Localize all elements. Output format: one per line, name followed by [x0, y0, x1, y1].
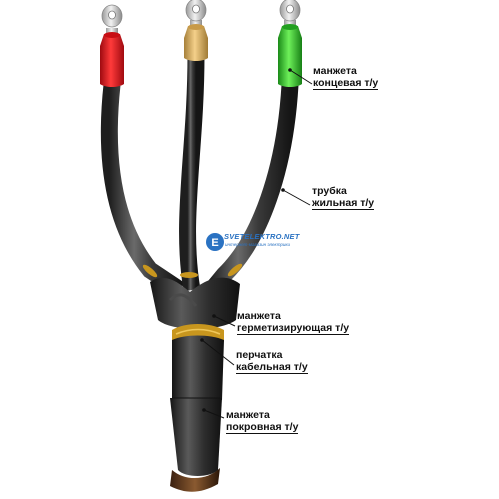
leader-line	[201, 339, 235, 366]
sleeve-yellow	[184, 26, 208, 61]
label-covering-cuff: манжета покровная т/у	[226, 409, 299, 434]
sleeve-red	[100, 34, 124, 87]
ring-left	[142, 264, 158, 278]
leader-line	[203, 409, 225, 419]
label-cable-glove: перчатка кабельная т/у	[236, 349, 308, 374]
tube-left	[100, 84, 185, 298]
leader-line	[282, 189, 311, 206]
tube-middle	[179, 54, 205, 292]
svg-text:E: E	[211, 237, 218, 249]
watermark-tagline: интернет-магазин электрики	[225, 242, 291, 247]
watermark-logo-icon: E	[206, 233, 224, 251]
leader-line	[213, 315, 236, 327]
leader-line	[289, 69, 313, 85]
covering-cuff	[170, 398, 222, 476]
ring-right	[227, 263, 243, 277]
watermark-site: SVETELEKTRO.NET	[224, 232, 300, 241]
tube-right	[203, 84, 299, 298]
watermark: SVETELEKTRO.NET интернет-магазин электри…	[209, 232, 300, 247]
label-sealing-cuff: манжета герметизирующая т/у	[237, 310, 350, 335]
ring-middle	[180, 272, 198, 278]
cable-end	[170, 468, 220, 492]
cable-glove	[172, 335, 224, 400]
sleeve-green	[278, 26, 302, 87]
label-end-cuff: манжета концевая т/у	[313, 65, 379, 90]
label-core-tube: трубка жильная т/у	[312, 185, 375, 210]
